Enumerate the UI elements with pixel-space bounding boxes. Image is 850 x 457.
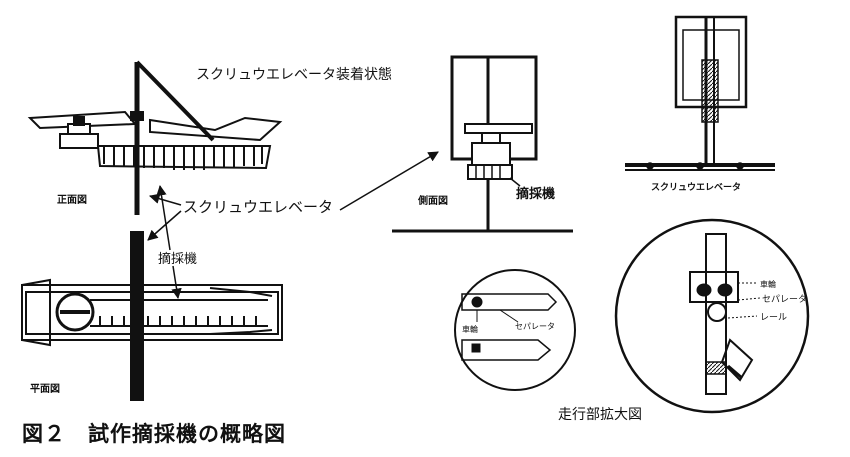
label-travel-enlarged: 走行部拡大図	[558, 407, 642, 423]
front-view-drawing	[27, 60, 283, 215]
label-wheel-large: 車輪	[760, 279, 776, 289]
label-wheel-small: 車輪	[462, 324, 478, 334]
side-view-drawing	[392, 55, 573, 233]
label-harvester-side: 摘採機	[516, 186, 555, 202]
label-plan-view: 平面図	[30, 383, 60, 395]
label-side-view: 側面図	[417, 194, 448, 207]
label-separator-large: セパレータ	[762, 294, 807, 305]
front-cutter-teeth	[103, 146, 263, 170]
screw-elevator-drawing	[625, 15, 775, 171]
left-annotations: スクリュウエレベータ装着状態 正面図 平面図 スクリュウエレベータ 摘採機	[30, 67, 439, 395]
label-front-view: 正面図	[57, 194, 87, 206]
figure-caption: 図２ 試作摘採機の概略図	[22, 421, 286, 446]
label-screw-elevator: スクリュウエレベータ	[183, 198, 333, 216]
label-rail-large: レール	[760, 313, 787, 323]
travel-detail-small	[454, 269, 576, 391]
label-separator-small: セパレータ	[515, 322, 555, 331]
label-harvester: 摘採機	[158, 251, 197, 267]
plan-view-drawing	[21, 231, 283, 401]
label-screw-elevator-small: スクリュウエレベータ	[651, 181, 741, 193]
label-screw-mounted: スクリュウエレベータ装着状態	[196, 67, 392, 83]
travel-detail-large	[614, 218, 810, 414]
